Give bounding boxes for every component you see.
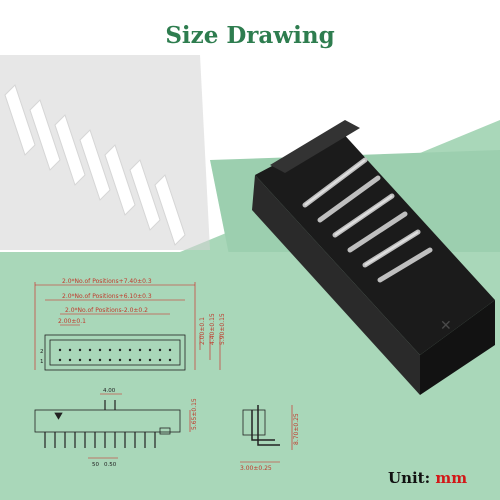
side-dim-bottom: 3.00±0.25 xyxy=(240,465,272,472)
front-dim-right: 5.65±0.15 xyxy=(191,398,198,430)
dim-pins: 2.0*No.of Positions-2.0±0.2 xyxy=(65,307,148,314)
page-title: Size Drawing xyxy=(165,22,335,49)
front-dim-bottom-a: 50 xyxy=(92,462,99,468)
row-label-2: 2 xyxy=(40,349,44,355)
front-dim-top: 4.00 xyxy=(103,388,116,394)
dim-v3: 5.90±0.15 xyxy=(219,313,226,345)
top-view-drawing xyxy=(34,282,221,371)
side-dim-right: 8.70±0.25 xyxy=(293,413,300,445)
dim-v2: 4.40±0.15 xyxy=(209,313,216,345)
front-dim-bottom-b: 0.50 xyxy=(104,462,117,468)
dim-total: 2.0*No.of Positions+7.40±0.3 xyxy=(62,278,152,285)
front-view-drawing xyxy=(34,393,191,459)
unit-label: Unit: mm xyxy=(388,469,467,487)
unit-prefix: Unit: xyxy=(388,469,431,487)
connector-photo: ✕ xyxy=(252,120,495,395)
dim-shroud: 2.0*No.of Positions+6.10±0.3 xyxy=(62,293,152,300)
row-label-1: 1 xyxy=(40,359,44,365)
dim-v1: 2.00±0.1 xyxy=(199,317,206,345)
unit-value: mm xyxy=(435,469,468,487)
background-pin-strip xyxy=(0,55,210,250)
svg-text:✕: ✕ xyxy=(440,318,452,334)
dim-pitch: 2.00±0.1 xyxy=(58,318,86,325)
side-view-drawing xyxy=(240,405,293,463)
